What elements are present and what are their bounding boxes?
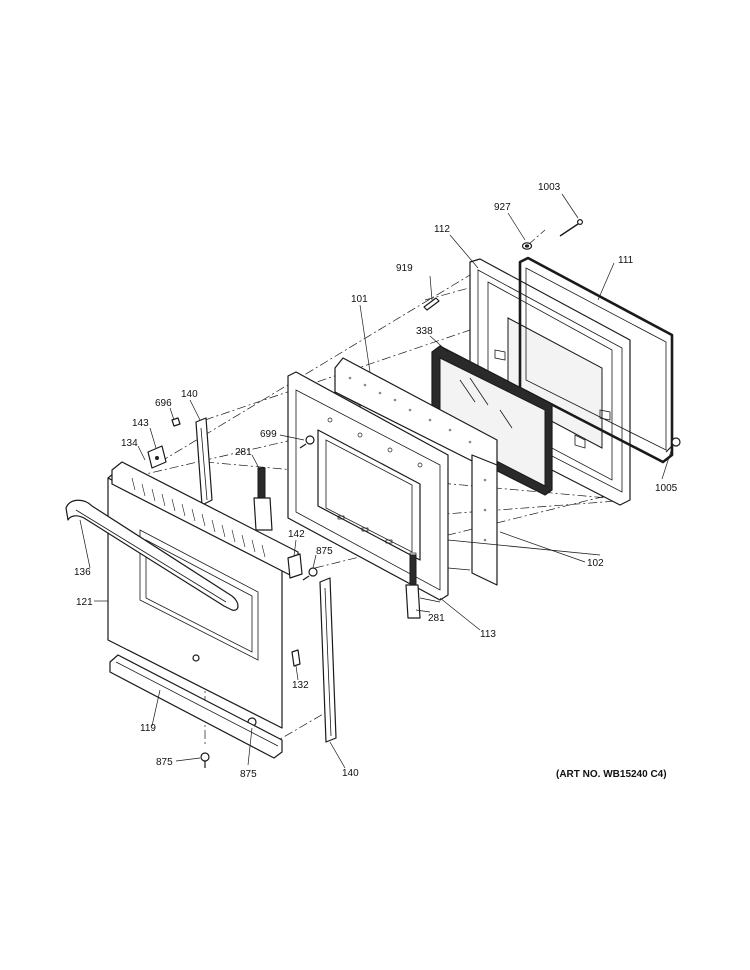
- callout-134: 134: [121, 438, 138, 449]
- callout-113: 113: [480, 629, 496, 640]
- screw-875-upper: [302, 567, 318, 581]
- screw-699: [299, 435, 315, 449]
- callout-111: 111: [618, 255, 634, 266]
- hinge-281-left: [253, 467, 273, 531]
- bracket-143: [147, 445, 167, 469]
- callout-102: 102: [587, 558, 604, 569]
- hinge-281-right: [405, 554, 441, 619]
- callout-919: 919: [396, 263, 413, 274]
- screw-875-lower-left: [200, 752, 210, 768]
- callout-136: 136: [74, 567, 91, 578]
- door-handle-136: [65, 499, 239, 611]
- callout-875-lower-right: 875: [240, 769, 257, 780]
- callout-140-lower: 140: [342, 768, 359, 779]
- clip-132: [291, 649, 301, 667]
- callout-142: 142: [288, 529, 305, 540]
- callout-699: 699: [260, 429, 277, 440]
- bottom-trim-119: [109, 654, 283, 759]
- callout-112: 112: [434, 224, 450, 235]
- callout-1003: 1003: [538, 182, 561, 193]
- callout-119: 119: [140, 723, 156, 734]
- callout-labels: 1003 927 112 111 919 101 338 140 696 143…: [74, 182, 678, 780]
- leader-lines: [79, 193, 673, 769]
- art-number: (ART NO. WB15240 C4): [556, 769, 667, 780]
- callout-132: 132: [292, 680, 309, 691]
- inner-glass-338: [431, 345, 553, 496]
- callout-143: 143: [132, 418, 149, 429]
- callout-875-upper: 875: [316, 546, 333, 557]
- washer-927: [521, 242, 533, 250]
- screw-1005: [665, 437, 681, 453]
- inner-door-liner: [287, 371, 449, 601]
- side-trim-140-upper: [195, 417, 213, 506]
- vent-duct-102: [447, 539, 601, 571]
- callout-281-left: 281: [235, 447, 252, 458]
- callout-281-right: 281: [428, 613, 445, 624]
- screw-1003: [559, 219, 583, 237]
- callout-875-lower-left: 875: [156, 757, 173, 768]
- clip-142: [287, 553, 303, 579]
- callout-927: 927: [494, 202, 511, 213]
- callout-121: 121: [76, 597, 93, 608]
- callout-140-upper: 140: [181, 389, 198, 400]
- callout-1005: 1005: [655, 483, 678, 494]
- side-trim-140-lower: [319, 577, 337, 743]
- callout-101: 101: [351, 294, 368, 305]
- callout-338: 338: [416, 326, 433, 337]
- callout-696: 696: [155, 398, 172, 409]
- clip-696: [171, 417, 181, 427]
- pin-919: [423, 297, 440, 311]
